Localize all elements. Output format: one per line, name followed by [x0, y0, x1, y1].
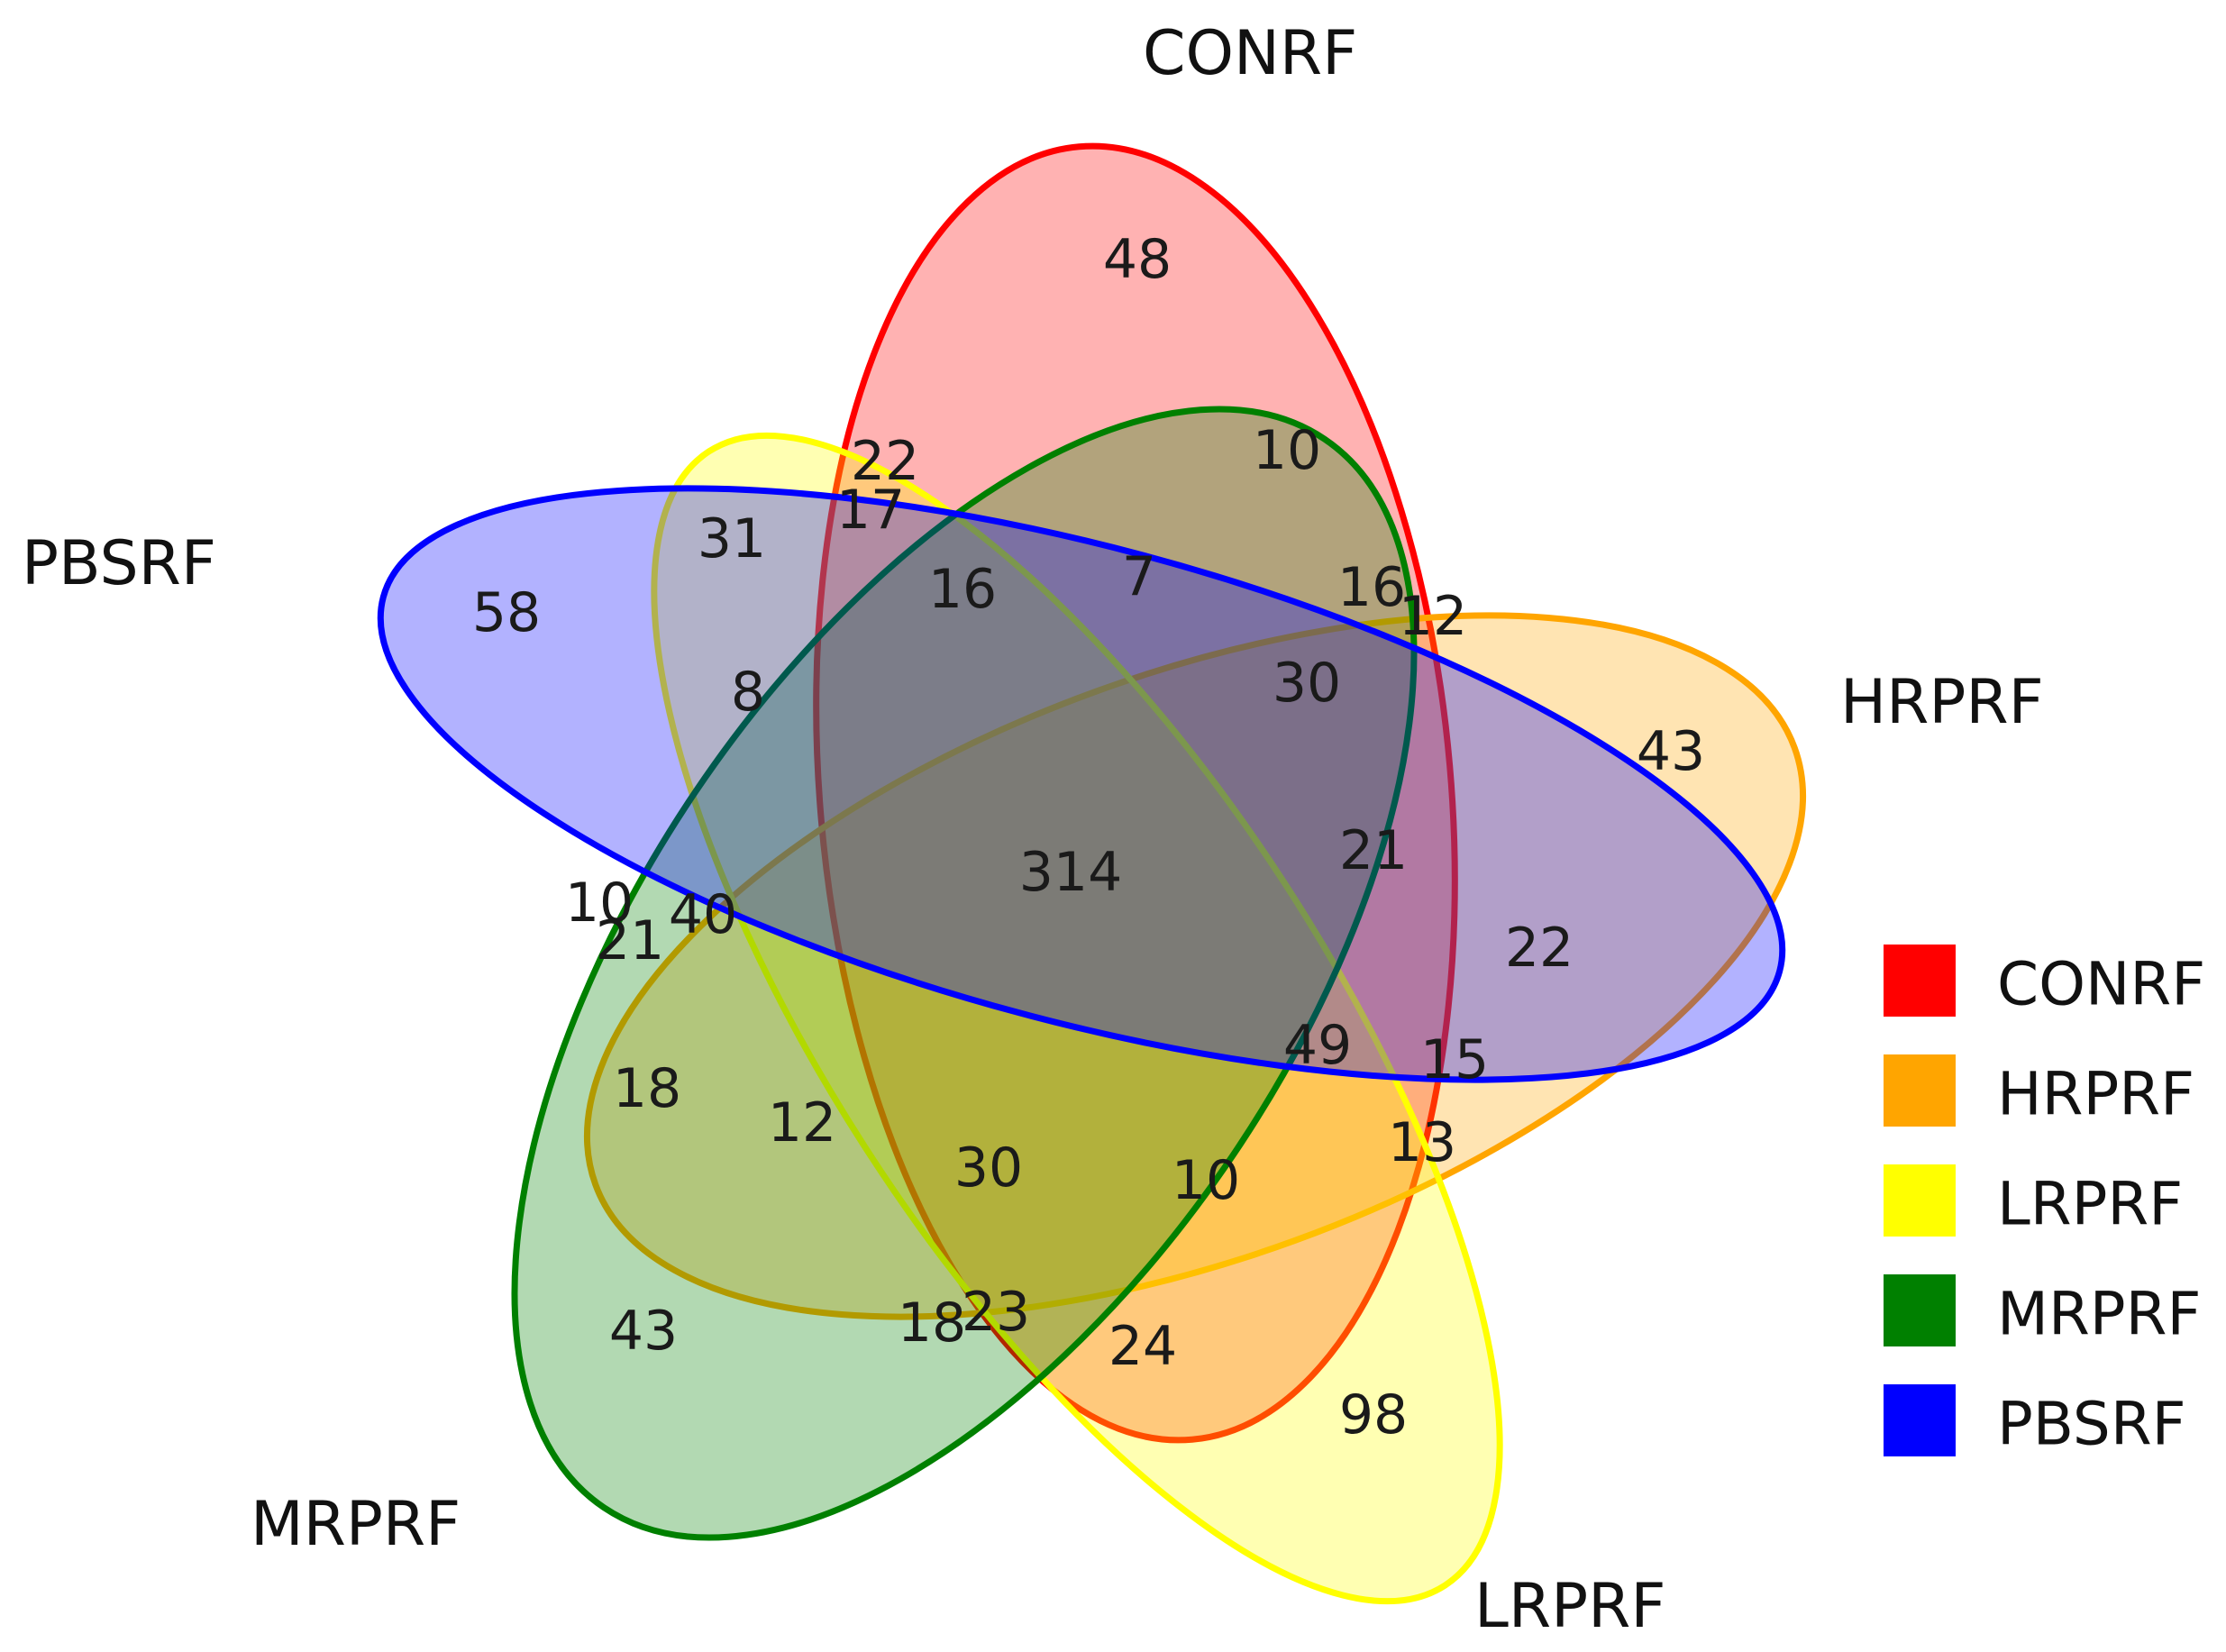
- set-ellipses: [377, 142, 1806, 1605]
- region-count: 16: [928, 558, 997, 621]
- legend-item-mrprf: MRPRF: [1884, 1274, 2201, 1349]
- ellipse-pbsrf: [377, 485, 1786, 1083]
- region-count: 13: [1388, 1111, 1456, 1174]
- set-title-hrprf: HRPRF: [1840, 667, 2044, 738]
- region-count: 15: [1420, 1028, 1489, 1091]
- region-count: 12: [768, 1091, 836, 1155]
- region-count: 31: [698, 507, 766, 570]
- legend-label-lrprf: LRPRF: [1997, 1170, 2183, 1239]
- legend-item-hrprf: HRPRF: [1884, 1054, 2194, 1129]
- legend-swatch-conrf: [1884, 945, 1956, 1017]
- region-count: 22: [1505, 917, 1574, 980]
- region-count: 21: [1339, 819, 1408, 882]
- legend: CONRF HRPRF LRPRF MRPRF PBSRF: [1884, 945, 2205, 1459]
- region-count: 22: [851, 430, 919, 493]
- region-count: 10: [1253, 419, 1321, 482]
- region-count: 18: [613, 1057, 681, 1120]
- legend-label-conrf: CONRF: [1997, 950, 2205, 1019]
- set-title-lrprf: LRPRF: [1474, 1571, 1666, 1642]
- set-title-mrprf: MRPRF: [251, 1489, 461, 1560]
- region-count: 21: [596, 909, 664, 972]
- legend-swatch-pbsrf: [1884, 1384, 1956, 1456]
- region-count: 12: [1399, 585, 1467, 648]
- legend-item-pbsrf: PBSRF: [1884, 1384, 2186, 1459]
- legend-label-hrprf: HRPRF: [1997, 1060, 2194, 1129]
- region-count: 7: [1122, 545, 1156, 608]
- region-count: 10: [565, 872, 634, 935]
- region-count: 17: [836, 479, 905, 542]
- legend-swatch-hrprf: [1884, 1054, 1956, 1127]
- legend-item-conrf: CONRF: [1884, 945, 2205, 1019]
- ellipse-conrf: [813, 142, 1458, 1444]
- region-count: 43: [1637, 720, 1705, 783]
- region-count: 23: [962, 1281, 1030, 1344]
- region-count: 48: [1103, 228, 1172, 291]
- region-count: 16: [1337, 556, 1406, 619]
- legend-item-lrprf: LRPRF: [1884, 1164, 2183, 1239]
- legend-swatch-lrprf: [1884, 1164, 1956, 1237]
- region-count: 30: [954, 1136, 1023, 1200]
- region-count: 49: [1283, 1014, 1352, 1077]
- region-count: 10: [1172, 1149, 1240, 1212]
- region-count: 58: [472, 581, 541, 644]
- region-count: 18: [898, 1291, 966, 1355]
- ellipse-mrprf: [511, 406, 1418, 1541]
- set-title-pbsrf: PBSRF: [22, 528, 216, 599]
- region-count: 98: [1339, 1383, 1408, 1447]
- legend-label-pbsrf: PBSRF: [1997, 1390, 2186, 1459]
- region-count: 30: [1273, 652, 1341, 715]
- region-count: 314: [1019, 841, 1123, 904]
- region-count: 40: [669, 883, 737, 946]
- set-title-conrf: CONRF: [1143, 18, 1357, 89]
- legend-label-mrprf: MRPRF: [1997, 1280, 2201, 1349]
- ellipse-hrprf: [584, 612, 1806, 1320]
- ellipse-lrprf: [651, 432, 1503, 1605]
- region-count: 43: [609, 1300, 678, 1363]
- region-counts: 48 10 22 17 31 16 7 16 12 58 8 30 43 21 …: [472, 228, 1705, 1447]
- legend-swatch-mrprf: [1884, 1274, 1956, 1346]
- region-count: 24: [1108, 1315, 1177, 1378]
- set-titles: CONRF PBSRF HRPRF MRPRF LRPRF: [22, 18, 2044, 1642]
- region-count: 8: [731, 661, 765, 724]
